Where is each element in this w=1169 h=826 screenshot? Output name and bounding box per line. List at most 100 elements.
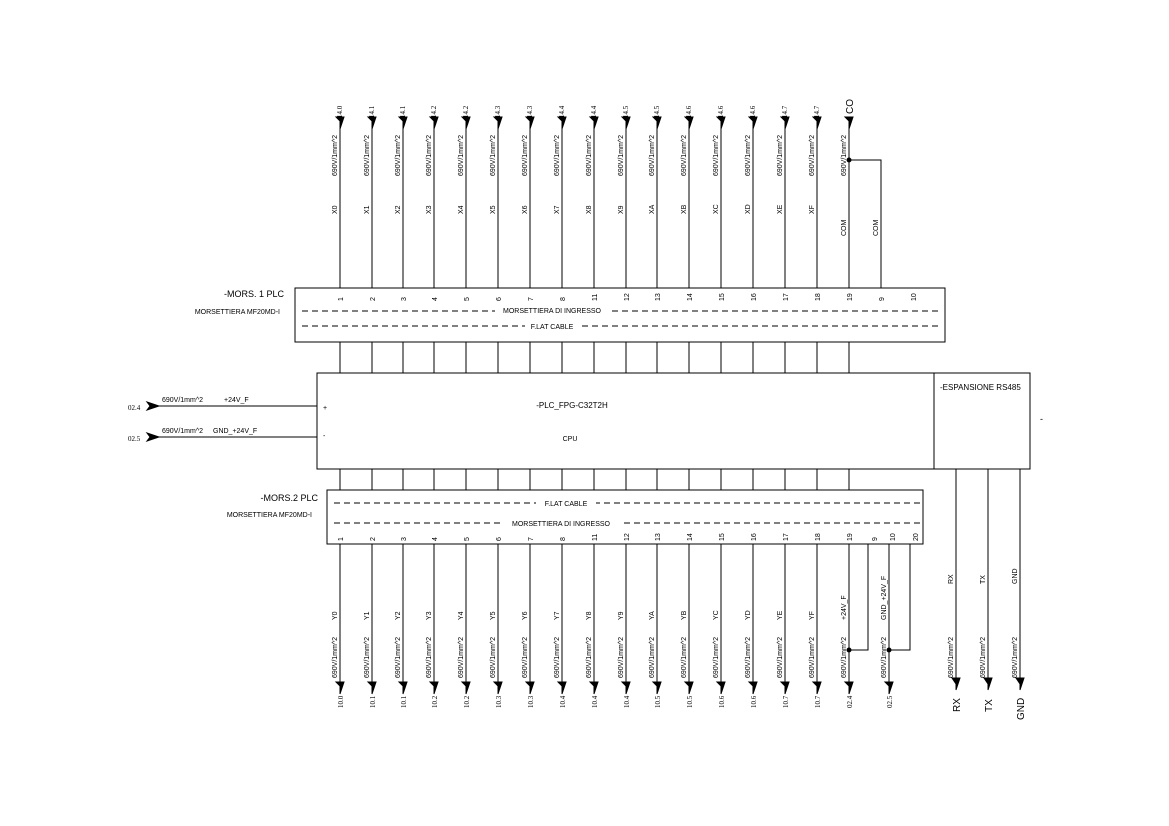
rs485-rating-TX: 690V/1mm^2 [980, 637, 987, 678]
input-ref-X8: 14.4 [590, 105, 598, 118]
input-signal-X9: X9 [618, 205, 625, 214]
input-terminal-8: 8 [560, 297, 567, 301]
output-arrow-Y7 [556, 681, 567, 695]
input-terminal-5: 5 [464, 297, 471, 301]
output-terminal-13: 13 [655, 533, 662, 541]
input-ref-XC: 14.6 [717, 105, 725, 118]
input-signal-COM: COM [841, 220, 848, 237]
output-rating-Y5: 690V/1mm^2 [490, 637, 497, 678]
output-arrow-Y3 [428, 681, 439, 695]
input-ref-XE: 14.7 [781, 105, 789, 118]
output-terminal-17: 17 [783, 533, 790, 541]
input-rating-XC: 690V/1mm^2 [713, 135, 720, 176]
output-bridge-gnd [889, 544, 911, 651]
output-ref-Y3: 10.2 [431, 695, 439, 708]
output-rating-Y7: 690V/1mm^2 [554, 637, 561, 678]
rs485-arrow-TX [983, 677, 993, 691]
output-signal-Y5: Y5 [490, 611, 497, 620]
input-signal-XB: XB [681, 204, 688, 214]
output-signal-Y7: Y7 [554, 611, 561, 620]
input-pins-group: 14.0690V/1mm^2X0114.1690V/1mm^2X1214.169… [332, 99, 918, 373]
plc-supply-inputs: 02.4 690V/1mm^2 +24V_F 02.5 690V/1mm^2 G… [128, 397, 317, 443]
input-rating-X0: 690V/1mm^2 [332, 135, 339, 176]
plc-name: -PLC_FPG-C32T2H [536, 401, 608, 410]
rs485-ref-TX: TX [984, 699, 995, 712]
output-rating-YC: 690V/1mm^2 [713, 637, 720, 678]
input-terminal-11: 11 [592, 294, 599, 301]
input-block-label-top: MORSETTIERA DI INGRESSO [503, 308, 602, 315]
output-terminal-12: 12 [624, 533, 631, 541]
input-signal-X4: X4 [458, 205, 465, 214]
rs485-signal-TX: TX [980, 575, 987, 584]
output-ref-Y4: 10.2 [463, 695, 471, 708]
input-terminal-4: 4 [432, 297, 439, 301]
output-terminal-7: 7 [528, 537, 535, 541]
output-terminal-9: 9 [872, 537, 879, 541]
output-block-model: MORSETTIERA MF20MD-I [227, 512, 312, 519]
output-signal-YC: YC [713, 610, 720, 620]
output-signal-Y9: Y9 [618, 611, 625, 620]
output-ref-+24V_F: 02.4 [846, 695, 854, 708]
rs485-signal-GND: GND [1012, 568, 1019, 584]
output-ref-Y2: 10.1 [400, 695, 408, 708]
input-rating-X9: 690V/1mm^2 [618, 135, 625, 176]
input-terminal-13: 13 [655, 293, 662, 301]
input-terminal-19: 19 [847, 293, 854, 301]
output-arrow-Y2 [397, 681, 408, 695]
output-arrow-YD [747, 681, 758, 695]
input-label-bg [495, 305, 610, 315]
input-terminal-9: 9 [879, 297, 886, 301]
output-rating-Y0: 690V/1mm^2 [332, 637, 339, 678]
input-signal-XA: XA [649, 204, 656, 214]
input-ref-X3: 14.2 [430, 105, 438, 118]
input-rating-X1: 690V/1mm^2 [364, 135, 371, 176]
output-rating-YA: 690V/1mm^2 [649, 637, 656, 678]
input-ref-X7: 14.4 [558, 105, 566, 118]
output-arrow-Y5 [492, 681, 503, 695]
output-ref-YB: 10.5 [686, 695, 694, 708]
supply-rating-1: 690V/1mm^2 [162, 397, 203, 404]
input-label-bg-2 [525, 321, 580, 331]
supply-signal-1: +24V_F [224, 397, 249, 404]
plc-cpu-label: CPU [563, 436, 578, 443]
output-ref-Y7: 10.4 [559, 695, 567, 708]
output-arrow-Y1 [366, 681, 377, 695]
rs485-arrow-GND [1015, 677, 1025, 691]
input-rating-X7: 690V/1mm^2 [554, 135, 561, 176]
input-ref-X0: 14.0 [336, 105, 344, 118]
output-ref-Y9: 10.4 [623, 695, 631, 708]
output-terminal-14: 14 [687, 533, 694, 541]
output-label-bg-2 [502, 518, 620, 528]
input-bridge-signal: COM [873, 220, 880, 237]
input-rating-XB: 690V/1mm^2 [681, 135, 688, 176]
output-block-label-top: F.LAT CABLE [545, 501, 588, 508]
output-label-bg [536, 498, 596, 508]
input-rating-X5: 690V/1mm^2 [490, 135, 497, 176]
output-arrow-Y0 [334, 681, 345, 695]
output-rating-Y6: 690V/1mm^2 [522, 637, 529, 678]
output-rating-Y9: 690V/1mm^2 [618, 637, 625, 678]
output-terminal-5: 5 [464, 537, 471, 541]
output-rating-YB: 690V/1mm^2 [681, 637, 688, 678]
plc-unit: -PLC_FPG-C32T2H CPU + - -ESPANSIONE RS48… [316, 372, 1043, 470]
output-ref-Y8: 10.4 [591, 695, 599, 708]
input-block-model: MORSETTIERA MF20MD-I [195, 309, 280, 316]
output-arrow-YB [683, 681, 694, 695]
rs485-arrow-RX [951, 677, 961, 691]
output-bridge-24v [849, 544, 869, 651]
input-signal-X7: X7 [554, 205, 561, 214]
output-ref-YF: 10.7 [814, 695, 822, 708]
output-arrow-GND_+24V_F [883, 681, 894, 695]
input-signal-X8: X8 [586, 205, 593, 214]
output-signal-Y0: Y0 [332, 611, 339, 620]
output-signal-Y3: Y3 [426, 611, 433, 620]
input-terminal-block: -MORS. 1 PLC MORSETTIERA MF20MD-I MORSET… [195, 287, 946, 343]
output-terminal-8: 8 [560, 537, 567, 541]
expansion-name: -ESPANSIONE RS485 [940, 383, 1021, 392]
input-block-name: -MORS. 1 PLC [224, 289, 285, 299]
input-rating-X4: 690V/1mm^2 [458, 135, 465, 176]
rs485-wires-group: RX690V/1mm^2RXTX690V/1mm^2TXGND690V/1mm^… [948, 469, 1027, 720]
input-rating-X8: 690V/1mm^2 [586, 135, 593, 176]
input-rating-XA: 690V/1mm^2 [649, 135, 656, 176]
